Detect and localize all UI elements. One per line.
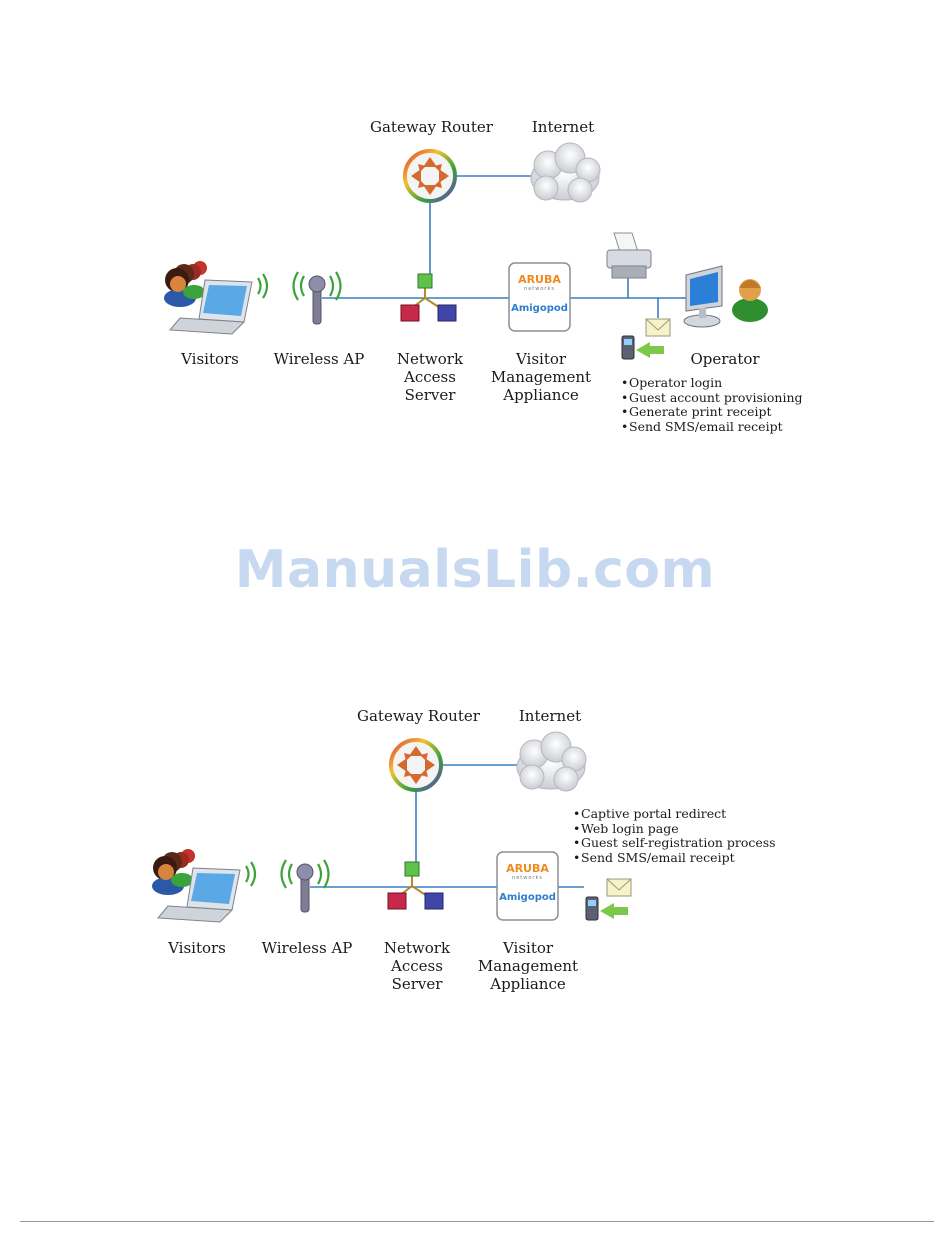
list-item: Operator login xyxy=(621,375,803,391)
monitor-icon xyxy=(683,265,723,328)
network-access-server-icon xyxy=(400,273,457,322)
list-item: Web login page xyxy=(573,821,776,837)
label-vma-line1: Visitor xyxy=(515,350,567,368)
diagram-2-graphics xyxy=(152,731,632,923)
printer-icon xyxy=(606,232,652,279)
aruba-logo-text: ARUBA xyxy=(506,862,549,875)
network-access-server-icon xyxy=(387,861,444,910)
network-links xyxy=(310,764,584,888)
label-nas-line1: Network xyxy=(383,939,451,957)
label-vma-line2: Management xyxy=(477,957,579,975)
label-visitors: Visitors xyxy=(181,350,239,368)
wireless-ap-icon xyxy=(280,859,330,913)
list-item: Generate print receipt xyxy=(621,405,803,420)
label-wireless-ap: Wireless AP xyxy=(261,939,353,957)
network-links xyxy=(322,175,690,318)
label-vma-line3: Appliance xyxy=(503,386,579,404)
label-nas-line2: Access xyxy=(404,368,456,386)
label-gateway-router: Gateway Router xyxy=(357,707,480,725)
label-wireless-ap: Wireless AP xyxy=(273,350,365,368)
visitors-people-icon xyxy=(164,261,207,307)
label-gateway-router: Gateway Router xyxy=(370,118,493,136)
label-nas-line3: Server xyxy=(404,386,456,404)
aruba-logo-subtext: networks xyxy=(524,286,555,292)
label-vma-line3: Appliance xyxy=(490,975,566,993)
footer-divider xyxy=(20,1221,934,1222)
visitor-management-appliance-icon xyxy=(496,851,559,921)
gateway-router-icon xyxy=(403,149,457,203)
list-item: Guest account provisioning xyxy=(621,390,803,406)
laptop-icon xyxy=(168,279,253,335)
wireless-ap-icon xyxy=(292,271,342,325)
visitors-people-icon xyxy=(152,849,195,895)
diagram-1-graphics xyxy=(164,142,768,360)
watermark: ManualsLib.com xyxy=(234,540,716,600)
list-item: Captive portal redirect xyxy=(573,806,776,822)
sms-email-icon xyxy=(621,318,671,360)
amigopod-logo-text: Amigopod xyxy=(499,892,556,903)
sms-email-icon xyxy=(585,878,632,921)
laptop-icon xyxy=(156,867,241,923)
visitor-management-appliance-icon xyxy=(508,262,571,332)
internet-cloud-icon xyxy=(516,731,587,792)
label-operator: Operator xyxy=(690,350,760,368)
diagram-self-registration: Gateway Router Internet Visitors Wireles… xyxy=(0,0,950,1000)
self-registration-task-list: Captive portal redirect Web login page G… xyxy=(573,806,776,866)
label-internet: Internet xyxy=(531,118,595,136)
label-visitors: Visitors xyxy=(168,939,226,957)
wifi-waves-icon xyxy=(245,861,257,887)
label-nas-line1: Network xyxy=(396,350,464,368)
operator-task-list: Operator login Guest account provisionin… xyxy=(621,375,803,435)
aruba-logo-subtext: networks xyxy=(512,875,543,881)
internet-cloud-icon xyxy=(530,142,601,203)
label-internet: Internet xyxy=(518,707,582,725)
label-nas-line2: Access xyxy=(391,957,443,975)
list-item: Send SMS/email receipt xyxy=(621,419,803,435)
amigopod-logo-text: Amigopod xyxy=(511,303,568,314)
label-nas-line3: Server xyxy=(391,975,443,993)
diagram-operator-provisioning: Gateway Router Internet Visitors Wireles… xyxy=(0,0,950,460)
list-item: Send SMS/email receipt xyxy=(573,850,776,866)
aruba-logo-text: ARUBA xyxy=(518,273,561,286)
operator-person-icon xyxy=(732,279,768,322)
gateway-router-icon xyxy=(389,738,443,792)
list-item: Guest self-registration process xyxy=(573,836,776,851)
label-vma-line2: Management xyxy=(490,368,592,386)
wifi-waves-icon xyxy=(257,273,269,299)
label-vma-line1: Visitor xyxy=(502,939,554,957)
